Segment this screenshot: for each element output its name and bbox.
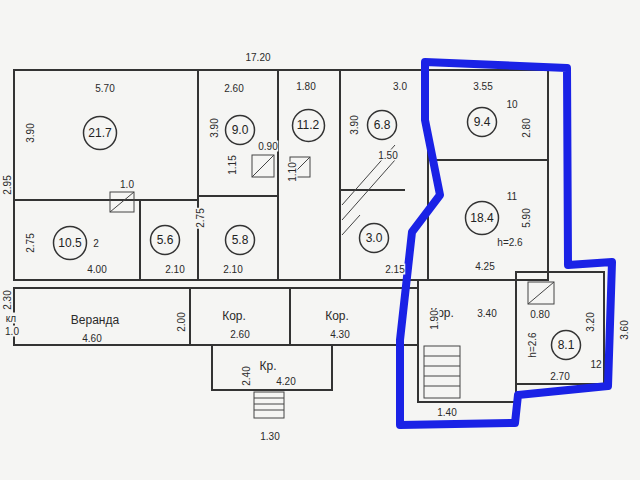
- dimension-label: 2.10: [164, 264, 185, 275]
- dimension-label: h=2.6: [496, 237, 523, 248]
- dimension-label: 2.10: [222, 264, 243, 275]
- dimension-label: 2.30: [2, 289, 13, 310]
- highlight-outline: [400, 62, 612, 425]
- room-area-circle: 6.8: [366, 109, 398, 141]
- dimension-label: 2.00: [176, 311, 187, 332]
- room-area-circle: 8.1: [550, 329, 582, 361]
- dimension-label: кл: [5, 313, 17, 324]
- room-walls: [516, 272, 604, 384]
- dimension-label: 1.15: [227, 154, 238, 175]
- dimension-label: 2.75: [25, 232, 36, 253]
- dimension-label: 4.00: [86, 264, 107, 275]
- porch: [212, 345, 332, 390]
- dimension-label: Кор.: [221, 311, 247, 322]
- dimension-label: 1.10: [287, 161, 298, 182]
- dimension-label: 5.90: [521, 207, 532, 228]
- dimension-label: 2.80: [521, 117, 532, 138]
- wall: [340, 189, 405, 191]
- dimension-label: 2.95: [2, 174, 13, 195]
- dimension-label: 3.90: [25, 122, 36, 143]
- dimension-label: 12: [589, 359, 602, 370]
- steps: [254, 392, 284, 418]
- veranda-walls: [14, 288, 418, 345]
- dimension-label: 2: [92, 238, 100, 249]
- stove: [110, 192, 134, 212]
- dimension-label: 5.70: [94, 83, 115, 94]
- dimension-label: 4.30: [329, 329, 350, 340]
- dimension-label: 1.90: [429, 309, 440, 330]
- dimension-label: 17.20: [244, 52, 271, 63]
- dimension-label: 2.60: [229, 329, 250, 340]
- room-area: 9.0: [224, 114, 256, 146]
- dimension-label: Кр.: [259, 361, 278, 372]
- room-area: 21.7: [82, 115, 118, 151]
- wall: [339, 70, 341, 280]
- wall: [189, 288, 191, 345]
- room-area: 18.4: [464, 200, 500, 236]
- dimension-label: 4.60: [81, 333, 102, 344]
- room-area: 3.0: [358, 222, 390, 254]
- dimension-label: 0.90: [257, 141, 278, 152]
- room-area: 5.8: [224, 224, 256, 256]
- dimension-label: 1.50: [377, 150, 398, 161]
- room-area-circle: 3.0: [358, 222, 390, 254]
- dimension-label: 3.90: [349, 114, 360, 135]
- room-area: 6.8: [366, 109, 398, 141]
- wall: [289, 288, 291, 345]
- room-area-circle: 5.8: [224, 224, 256, 256]
- wall: [428, 159, 548, 161]
- dimension-label: 2.75: [195, 207, 206, 228]
- main-walls: [14, 70, 548, 280]
- room-area-circle: 9.0: [224, 114, 256, 146]
- room-area: 9.4: [466, 106, 498, 138]
- dimension-label: Веранда: [70, 315, 120, 326]
- dimension-label: 2.15: [384, 264, 405, 275]
- dimension-label: 11: [506, 191, 518, 202]
- dimension-label: 3.20: [585, 311, 596, 332]
- dimension-label: 2.70: [549, 371, 570, 382]
- dimension-label: Кор.: [324, 311, 350, 322]
- dimension-label: 1.40: [436, 407, 457, 418]
- dimension-label: 3.0: [392, 81, 408, 92]
- dimension-label: 1.0: [119, 179, 135, 190]
- dimension-label: 4.20: [275, 376, 296, 387]
- wall: [277, 70, 279, 280]
- dimension-label: 3.90: [209, 117, 220, 138]
- wall: [197, 70, 199, 280]
- wall: [198, 195, 278, 197]
- dimension-label: h=2.6: [527, 331, 538, 358]
- room-area: 10.5: [52, 225, 88, 261]
- dimension-label: 1.30: [259, 431, 280, 442]
- room-area: 11.2: [291, 108, 326, 143]
- stove: [252, 155, 274, 177]
- dimension-label: 3.40: [476, 308, 497, 319]
- dimension-label: 1.0: [4, 326, 20, 337]
- dimension-label: 2.60: [223, 83, 244, 94]
- stairs: [424, 346, 460, 398]
- dimension-label: 2.40: [241, 365, 252, 386]
- dimension-label: 0.80: [529, 309, 550, 320]
- dimension-label: 1.80: [295, 81, 316, 92]
- room-area-circle: 18.4: [464, 200, 500, 236]
- room-area-circle: 21.7: [82, 115, 118, 151]
- room-area-circle: 11.2: [291, 108, 326, 143]
- room-area-circle: 5.6: [149, 224, 181, 256]
- dimension-label: 4.25: [474, 261, 495, 272]
- dimension-label: 10: [505, 99, 518, 110]
- room-area-circle: 9.4: [466, 106, 498, 138]
- dimension-label: 3.60: [619, 319, 630, 340]
- room-area: 8.1: [550, 329, 582, 361]
- wall: [139, 200, 141, 280]
- room-area: 5.6: [149, 224, 181, 256]
- wall: [14, 199, 198, 201]
- stove: [528, 282, 554, 304]
- room-area-circle: 10.5: [52, 225, 88, 261]
- dimension-label: 3.55: [472, 81, 493, 92]
- corridor-walls: [418, 280, 516, 402]
